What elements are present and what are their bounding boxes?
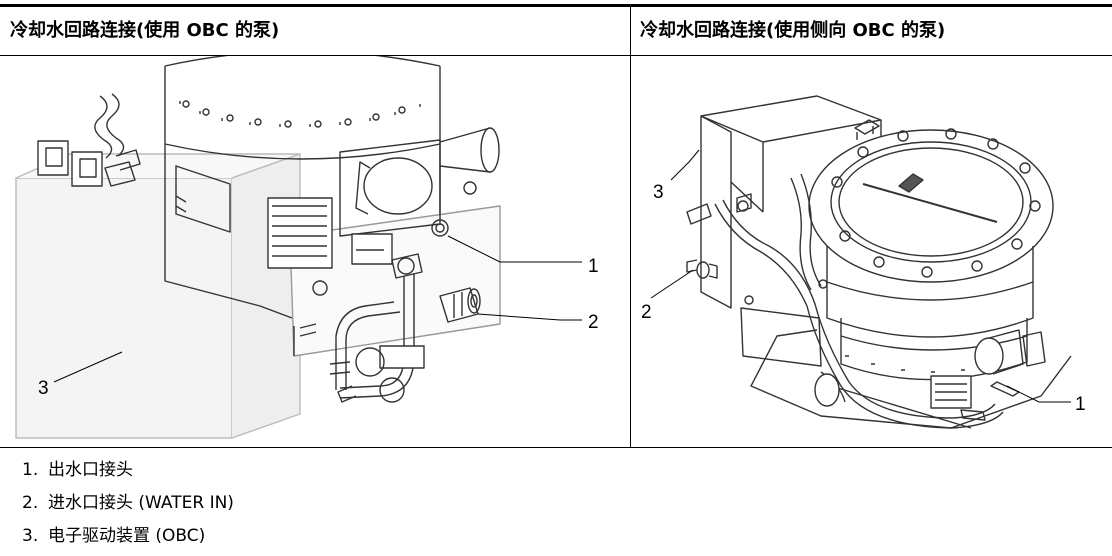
right-callout-3: 3 [653,182,664,203]
legend-number: 1. [22,460,39,480]
right-callout-2: 2 [641,302,652,323]
header-divider [0,55,1112,56]
right-column-heading: 冷却水回路连接(使用侧向 OBC 的泵) [640,20,946,41]
legend-item: 1. 出水口接头 [22,454,234,487]
legend-text: 电子驱动装置 (OBC) [48,526,206,546]
left-figure-panel: 1 2 3 [0,56,630,447]
legend-list: 1. 出水口接头 2. 进水口接头 (WATER IN) 3. 电子驱动装置 (… [22,454,234,553]
column-divider [630,7,631,448]
legend-text: 出水口接头 [48,460,133,480]
pump-side-obc-illustration: 3 2 1 [641,95,1086,429]
right-callout-1: 1 [1075,394,1086,415]
table-header-row: 冷却水回路连接(使用 OBC 的泵) 冷却水回路连接(使用侧向 OBC 的泵) [0,7,1112,55]
pump-obc-illustration: 1 2 3 [15,56,599,439]
legend-item: 2. 进水口接头 (WATER IN) [22,487,234,520]
left-callout-1: 1 [588,256,599,277]
legend-number: 3. [22,526,39,546]
legend-number: 2. [22,493,39,513]
table-bottom-rule [0,447,1112,448]
left-column-heading: 冷却水回路连接(使用 OBC 的泵) [10,20,280,41]
legend-text: 进水口接头 (WATER IN) [48,493,234,513]
left-callout-3: 3 [38,378,49,399]
right-figure-panel: 3 2 1 [631,56,1112,447]
table-top-rule [0,4,1112,7]
left-callout-2: 2 [588,312,599,333]
connection-table: 冷却水回路连接(使用 OBC 的泵) 冷却水回路连接(使用侧向 OBC 的泵) [0,4,1112,448]
legend-item: 3. 电子驱动装置 (OBC) [22,520,234,553]
